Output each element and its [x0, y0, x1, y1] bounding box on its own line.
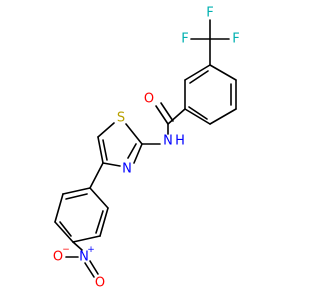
- bond-nitro-o-double-1: [84, 262, 95, 278]
- bond-ring1-double-3: [189, 70, 209, 84]
- molecule-diagram: F F F O N H S N N + O − O: [53, 6, 240, 291]
- bond-ring2-double-3: [65, 193, 88, 200]
- bond-ring2-double-1: [95, 210, 104, 234]
- bonds: [54, 19, 237, 278]
- bond-c2-s: [125, 123, 143, 145]
- bond-ring2-e: [54, 193, 64, 223]
- bond-ring-carbonyl: [167, 108, 186, 125]
- nitro-oxygen-label: O: [95, 276, 105, 291]
- carbonyl-oxygen-label: O: [144, 92, 154, 107]
- fluorine-label-left: F: [181, 32, 188, 47]
- fluorine-label-top: F: [206, 6, 213, 21]
- bond-ring1-f: [184, 64, 211, 81]
- nitro-plus-charge: +: [87, 245, 95, 255]
- bond-carbonyl-double-1: [155, 105, 169, 125]
- bond-n3-c2: [133, 143, 143, 164]
- bond-ring1-a: [209, 64, 237, 81]
- thiazole-sulfur-label: S: [117, 111, 125, 126]
- bond-c5-c4: [97, 136, 104, 164]
- bond-nitro-o-double-2: [89, 260, 99, 275]
- bond-ring1-d: [184, 108, 211, 125]
- amide-hydrogen-label: H: [175, 134, 185, 149]
- bond-n3-c2-double: [127, 143, 137, 159]
- bond-ring2-b: [99, 207, 109, 237]
- bond-c5-c4-double: [102, 139, 108, 161]
- chemical-structure-canvas: F F F O N H S N N + O − O: [53, 6, 240, 291]
- bond-c4-phenyl: [89, 162, 104, 189]
- fluorine-label-right: F: [232, 32, 239, 47]
- bond-ring2-a: [89, 187, 109, 209]
- bond-c4-n3: [102, 162, 121, 167]
- bond-carbonyl-double-2: [160, 102, 174, 122]
- bond-ring2-d: [54, 221, 74, 243]
- thiazole-nitrogen-label: N: [122, 162, 132, 177]
- atom-labels: F F F O N H S N N + O − O: [53, 6, 240, 291]
- bond-ring-nitro: [72, 241, 83, 251]
- bond-ring2-c: [72, 235, 101, 243]
- nitro-minus-charge: −: [62, 245, 70, 255]
- bond-ring1-c: [209, 108, 237, 125]
- bond-ring2-f: [62, 187, 91, 195]
- bond-ring1-double-2: [188, 106, 208, 120]
- bond-s-c5: [97, 122, 115, 138]
- bond-ring2-double-2: [59, 221, 72, 237]
- nitro-oxygen-minus-label: O: [53, 250, 63, 265]
- amide-nitrogen-label: N: [163, 134, 173, 149]
- nitro-nitrogen-label: N: [79, 250, 89, 265]
